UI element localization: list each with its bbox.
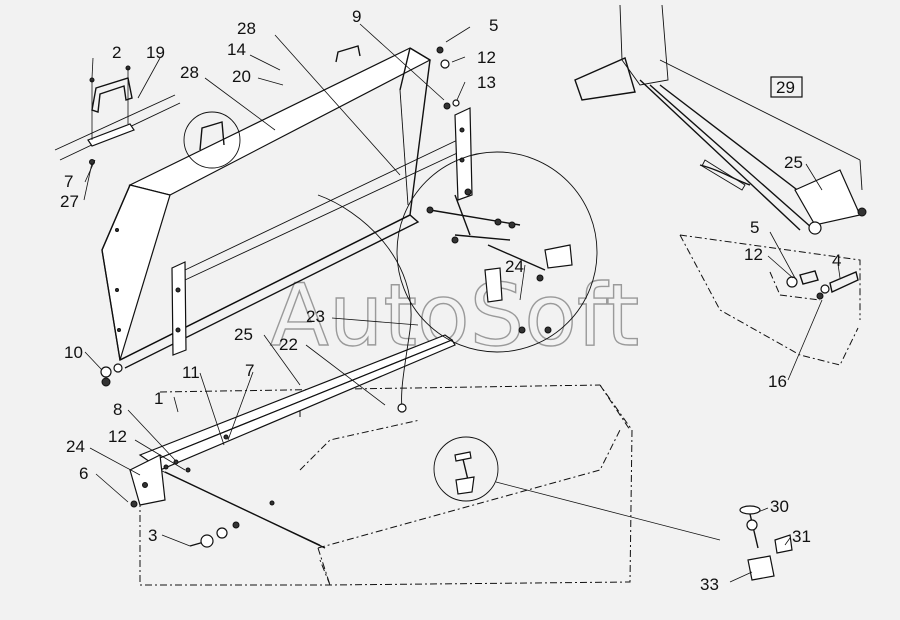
left-bracket: [130, 434, 229, 508]
fasteners-top: [436, 46, 472, 196]
callout-5-top: 5: [489, 16, 498, 35]
hinge-mechanism: [426, 194, 573, 334]
cable: [317, 194, 412, 409]
assembly-label-box: 29: [770, 76, 803, 98]
linkage-assembly: [574, 4, 867, 235]
callout-14: 14: [227, 40, 246, 59]
assembly-label: 29: [776, 78, 795, 97]
latch-large: [739, 505, 793, 581]
watermark: AutoSoft: [270, 266, 639, 366]
callout-27: 28: [237, 19, 256, 38]
detail-circle-hinge: [396, 151, 598, 353]
callout-19: 23: [306, 307, 325, 326]
callout-12-top: 12: [477, 48, 496, 67]
side-rail: [129, 334, 456, 549]
callout-31: 31: [792, 527, 811, 546]
callout-11: 11: [182, 363, 200, 382]
callout-18: 22: [279, 335, 298, 354]
callout-9: 9: [352, 7, 361, 26]
callout-2: 2: [112, 43, 121, 62]
callout-25: 25: [784, 153, 803, 172]
detail-circle-handle: [183, 111, 241, 169]
latch-leader: [495, 481, 721, 541]
callout-16: 16: [768, 372, 787, 391]
callout-13: 13: [477, 73, 496, 92]
callout-8: 8: [113, 400, 122, 419]
bolts-right: [786, 270, 859, 300]
callout-7-mid: 7: [245, 361, 254, 380]
handle-detail: [54, 65, 181, 165]
callout-4: 4: [832, 251, 841, 270]
callout-7-top: 7: [64, 172, 73, 191]
detail-handle-shape: [199, 121, 225, 151]
lid-hinge: [100, 363, 123, 387]
callout-12-right: 12: [744, 245, 763, 264]
callout-17: 19: [146, 43, 165, 62]
callout-28: 28: [180, 63, 199, 82]
callout-23: 24: [505, 257, 524, 276]
right-panel: [679, 234, 861, 366]
lid-panel: [101, 45, 473, 369]
leader-lines: [83, 23, 841, 583]
cable-end: [397, 403, 407, 413]
callout-33: 33: [700, 575, 719, 594]
callout-6: 6: [79, 464, 88, 483]
callout-22: 25: [234, 325, 253, 344]
callout-12-left: 12: [108, 427, 127, 446]
callout-5-right: 5: [750, 218, 759, 237]
callout-10: 10: [64, 343, 83, 362]
callout-26: 27: [60, 192, 79, 211]
callout-1: 1: [154, 389, 163, 408]
latch-small: [454, 451, 475, 495]
detail-circle-latch: [433, 436, 499, 502]
callout-3: 3: [148, 526, 157, 545]
callout-20: 20: [232, 67, 251, 86]
callout-24: 24: [66, 437, 85, 456]
container-body: [139, 384, 633, 586]
callout-labels: 2 19 28 9 5 12 13 14 28 20 7 27 10 11 7 …: [60, 7, 841, 594]
callout-30: 30: [770, 497, 789, 516]
bolt-detail-3: [189, 500, 275, 548]
